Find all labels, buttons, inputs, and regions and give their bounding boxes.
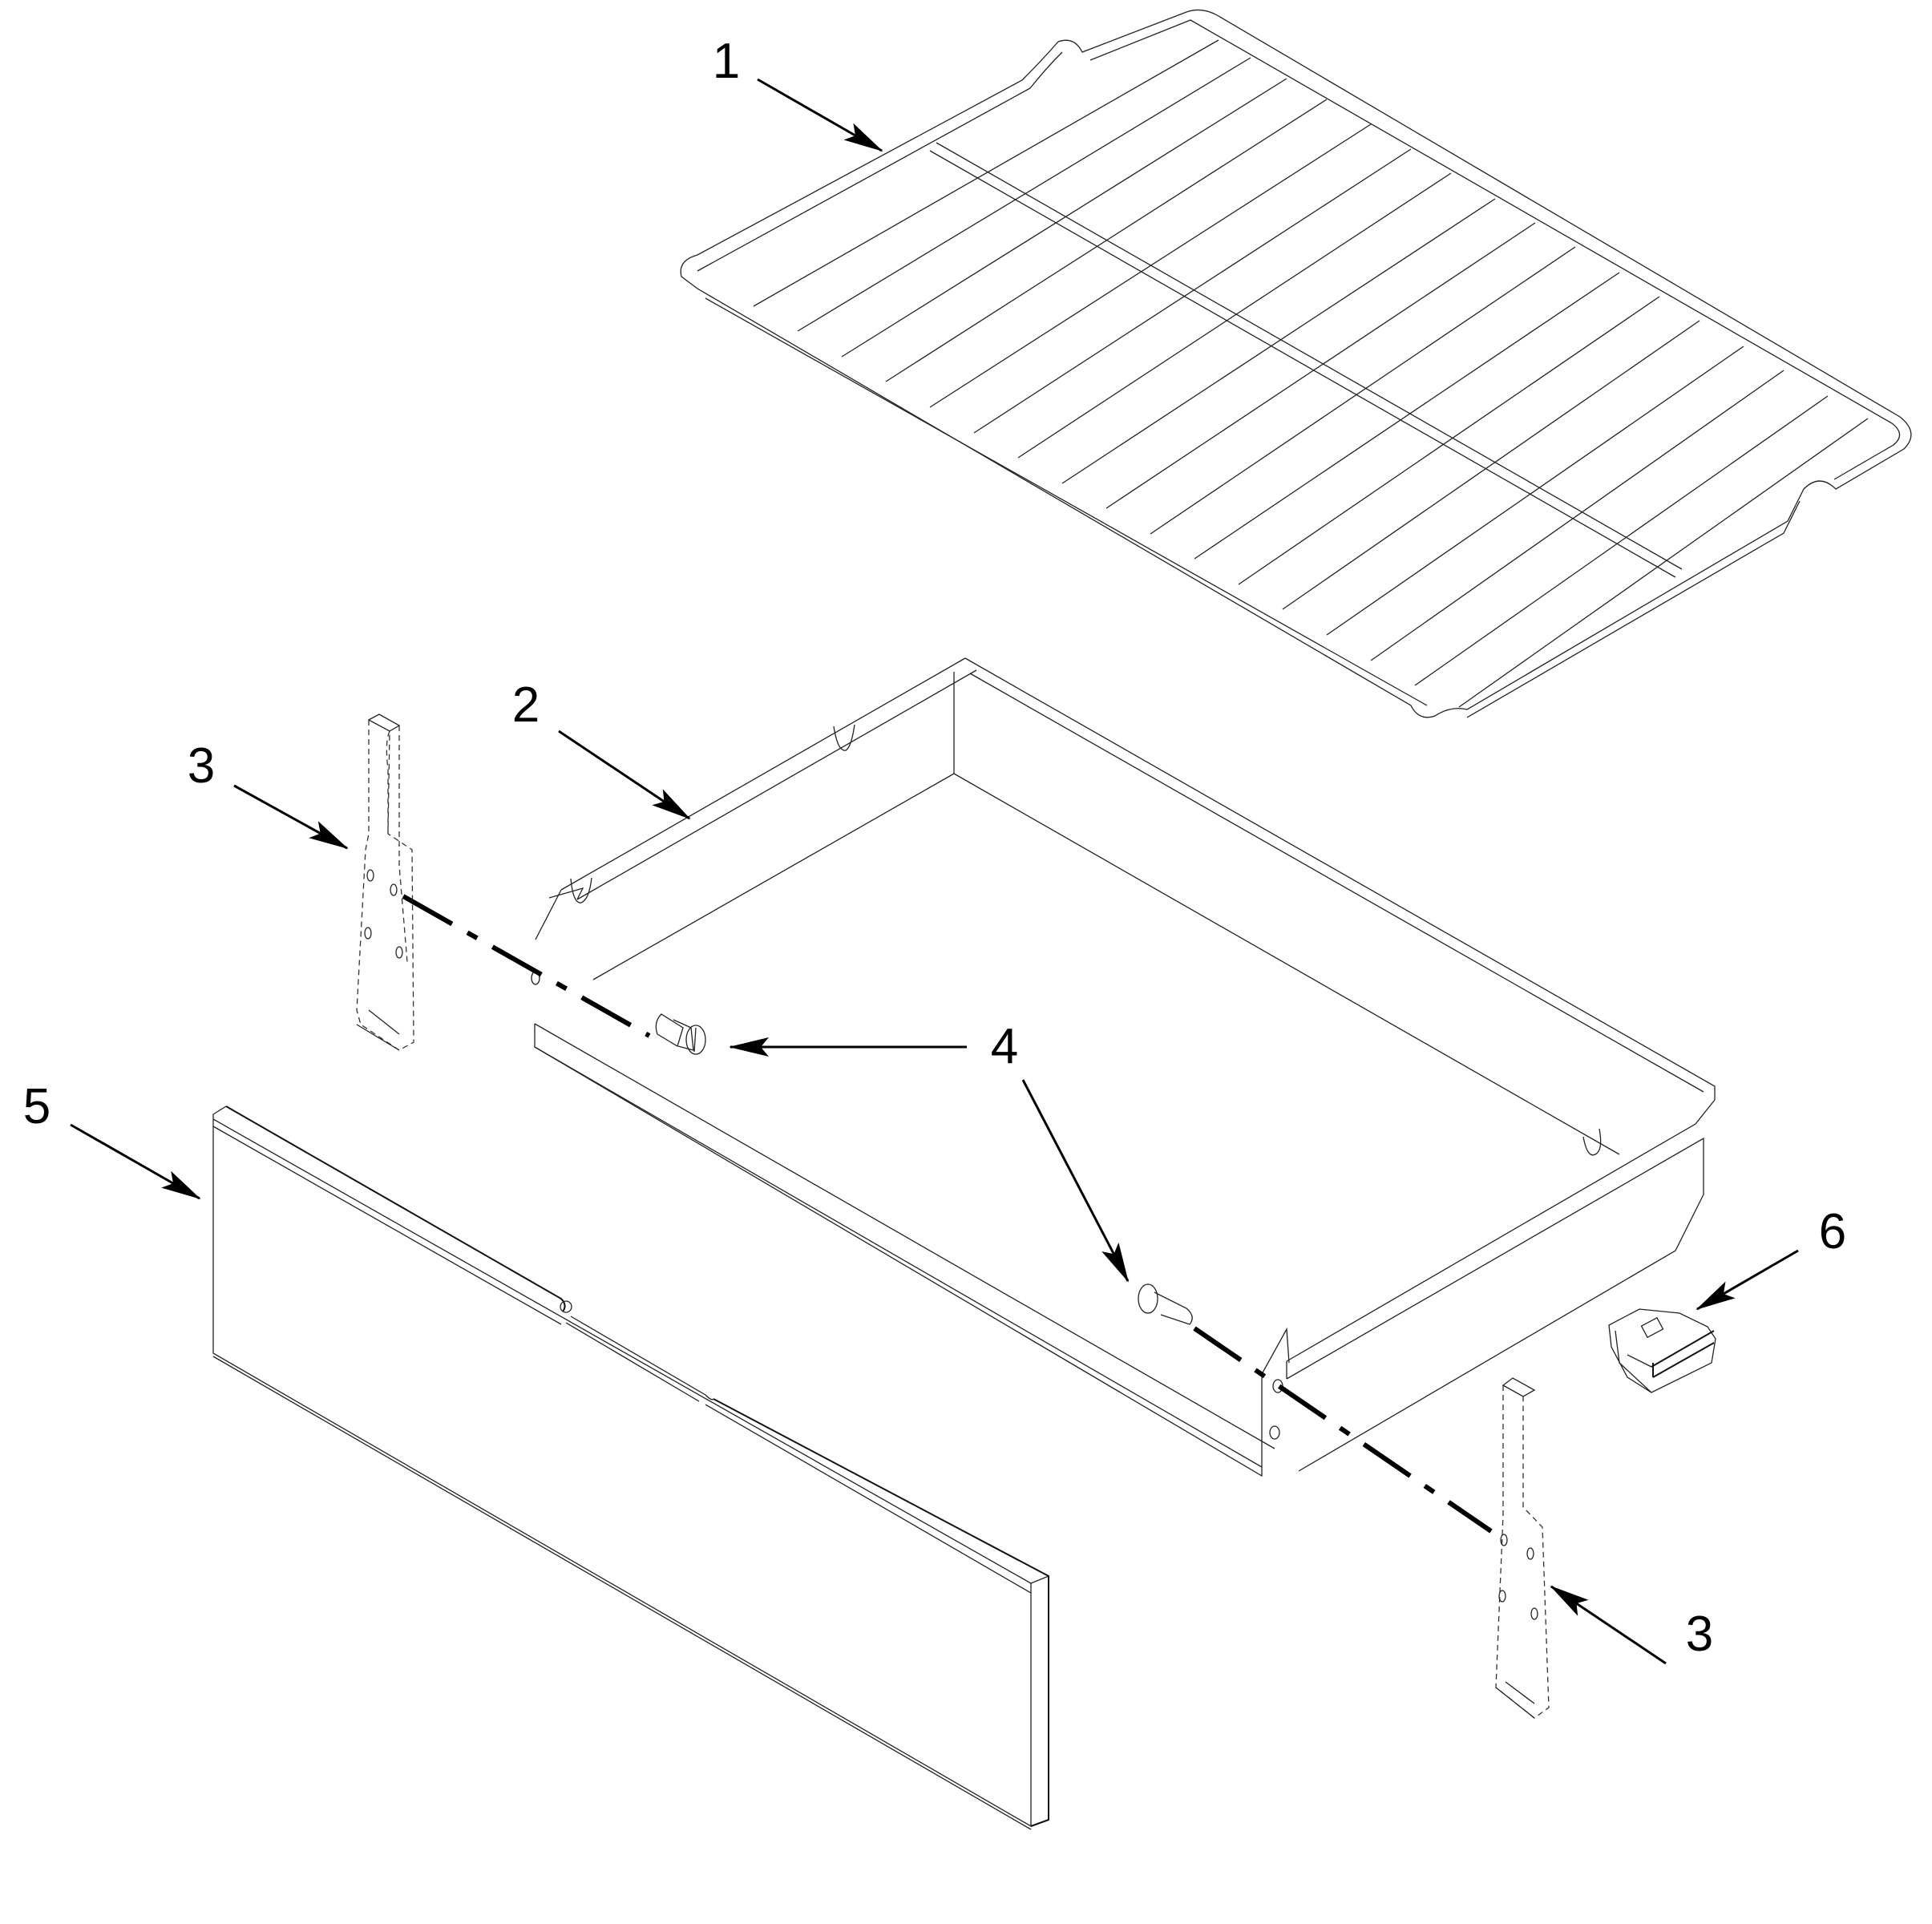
drawer-front-panel xyxy=(212,1105,1049,1830)
callout-3-left: 3 xyxy=(187,738,216,794)
leader-3-left xyxy=(233,784,349,850)
assembly-centerlines xyxy=(402,894,1493,1534)
drawer-body xyxy=(531,657,1716,1477)
oven-rack xyxy=(680,9,1912,718)
leader-2 xyxy=(558,730,691,820)
leader-1 xyxy=(757,78,883,152)
leader-arrows xyxy=(70,78,1799,1665)
callout-2: 2 xyxy=(511,677,540,733)
drawer-clip xyxy=(1608,1308,1716,1393)
callout-5: 5 xyxy=(22,1079,51,1134)
leader-4-right xyxy=(1021,1079,1130,1283)
callout-4: 4 xyxy=(990,1019,1019,1074)
drawer-glide-bracket-left xyxy=(356,713,414,1051)
callout-3-right: 3 xyxy=(1685,1607,1714,1662)
leader-5 xyxy=(70,1123,201,1200)
leader-3-right xyxy=(1550,1585,1667,1665)
drawer-screw-right xyxy=(1138,1283,1193,1325)
callout-1: 1 xyxy=(712,34,741,89)
drawer-glide-bracket-right xyxy=(1495,1377,1550,1719)
callout-6: 6 xyxy=(1818,1204,1847,1259)
drawer-screw-left xyxy=(655,1013,706,1055)
leader-6 xyxy=(1696,1249,1799,1311)
